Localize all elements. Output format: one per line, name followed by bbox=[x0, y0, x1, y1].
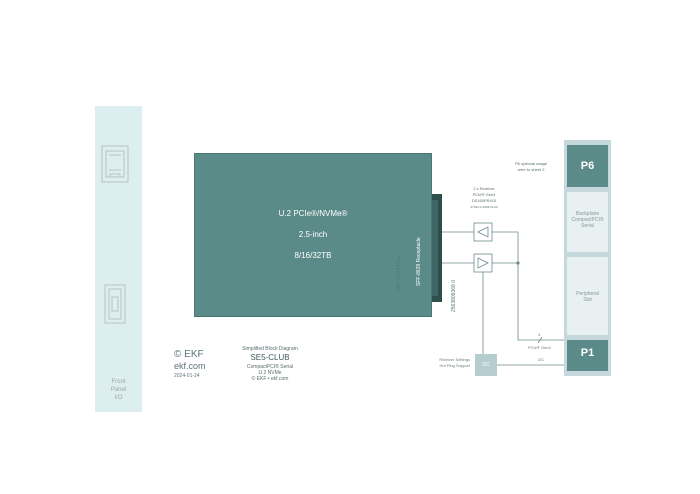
diagram-title-details: CompactPCI® Serial U.2 NVMe © EKF • ekf.… bbox=[246, 364, 294, 382]
receptacle-label: SFF-8639 Receptacle bbox=[416, 237, 422, 286]
signal-lines bbox=[442, 231, 564, 366]
i2c-signal-label: I2C bbox=[538, 357, 545, 362]
ekf-logo: © EKF bbox=[174, 349, 204, 360]
redriver-label: 2 x Redriver PCIe® Gen4 DS160PR410 67012… bbox=[470, 186, 498, 209]
drive-form-factor-label: 2.5-inch bbox=[298, 230, 328, 239]
p1-connector-label: P1 bbox=[580, 347, 595, 359]
redriver-buffer-bottom bbox=[473, 253, 493, 273]
junction-dot bbox=[516, 261, 520, 265]
front-panel bbox=[95, 106, 142, 412]
redriver-buffer-top bbox=[473, 222, 493, 242]
diagram-title: SE5-CLUB bbox=[250, 353, 290, 362]
front-panel-label: Front Panel I/O bbox=[110, 379, 127, 401]
backplane-slot-label: Backplane CompactPCI® Serial bbox=[571, 211, 604, 229]
bus-slash-mark bbox=[537, 336, 543, 344]
drive-interface-label: U.2 PCIe®/NVMe® bbox=[278, 209, 348, 218]
ekf-url: ekf.com bbox=[174, 361, 206, 371]
usb-port-icon bbox=[104, 284, 126, 324]
diagram-date: 2024-01-24 bbox=[174, 373, 200, 379]
connector-part-number: 2563809368 0 bbox=[451, 280, 457, 312]
p6-connector-label: P6 bbox=[580, 160, 595, 172]
pcie-lane-count: 4 bbox=[538, 332, 541, 337]
plug-label: SFF-8639 Plug bbox=[396, 256, 402, 290]
diagram-subtitle: Simplified Block Diagram bbox=[242, 346, 298, 352]
ethernet-port-icon bbox=[101, 145, 129, 183]
u2-drive-box bbox=[194, 153, 432, 317]
pcie-signal-label: PCIe® Gen4 bbox=[528, 345, 551, 350]
backplane-slot-overlay bbox=[567, 145, 608, 371]
redriver-settings-label: Redriver Settings Hot Plug Support bbox=[439, 357, 470, 368]
i2c-block: I2C bbox=[475, 354, 497, 376]
p6-note: P6 optional usage refer to sheet 2 bbox=[514, 161, 548, 172]
peripheral-slot-label: Peripheral Slot bbox=[576, 291, 599, 303]
drive-capacity-label: 8/16/32TB bbox=[294, 251, 332, 260]
